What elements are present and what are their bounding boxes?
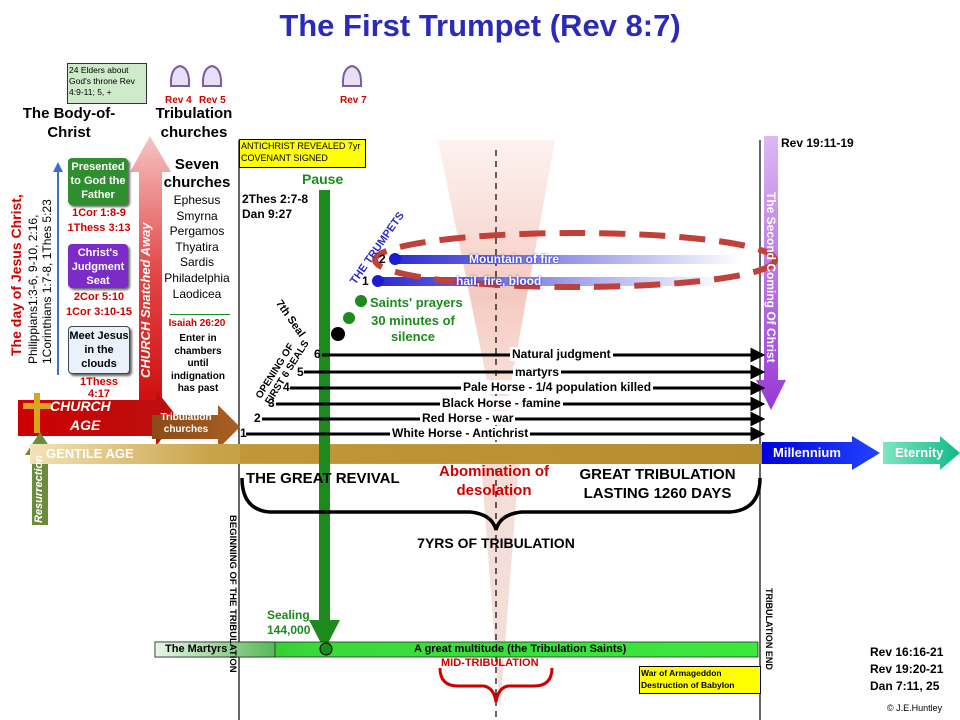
armageddon-box: War of Armageddon Destruction of Babylon	[639, 666, 761, 694]
trib-end-label: TRIBULATION END	[764, 588, 774, 670]
trumpet-num-2: 2	[379, 252, 386, 266]
rev4-label: Rev 4	[165, 95, 192, 106]
tribulation-header: Tribulation churches	[155, 105, 233, 141]
snatched-arrow	[130, 136, 171, 435]
millennium-label: Millennium	[773, 445, 841, 460]
day-refs-1: Philippians1:3-6, 9-10, 2:16,	[26, 214, 40, 364]
martyrs-label: The Martyrs	[165, 643, 228, 655]
trumpets-ellipse	[372, 230, 778, 290]
eternity-arrow	[883, 436, 960, 470]
church-name: Laodicea	[172, 286, 222, 301]
trib-churches-arrow	[152, 405, 240, 449]
isaiah-text: Enter in chambers until indignation has …	[171, 333, 225, 394]
eternity-label: Eternity	[895, 445, 944, 460]
pause-label: Pause	[302, 171, 344, 187]
page-title: The First Trumpet (Rev 8:7)	[279, 8, 681, 43]
church-age-line1: CHURCH	[50, 398, 111, 414]
rev7-label: Rev 7	[340, 95, 367, 106]
harp-icon	[169, 64, 363, 87]
great-revival: THE GREAT REVIVAL	[246, 470, 400, 487]
day-of-christ-label: The day of Jesus Christ,	[8, 194, 24, 356]
rev19-ref: Rev 19:11-19	[781, 136, 854, 150]
abomination: Abomination of desolation	[439, 463, 549, 499]
snatched-label: CHURCH Snatched Away	[138, 222, 153, 378]
presented-ref-1: 1Cor 1:8-9	[72, 207, 126, 219]
trib-churches-arrow-label: Tribulation churches	[160, 412, 212, 435]
end-ref-2: Rev 19:20-21	[870, 662, 944, 676]
end-ref-1: Rev 16:16-21	[870, 645, 944, 659]
seal-label-1: White Horse - Antichrist	[390, 426, 531, 440]
mid-trib-label: MID-TRIBULATION	[441, 657, 539, 669]
seal-label-2: Red Horse - war	[420, 411, 516, 425]
seal-num-6: 6	[314, 347, 321, 361]
judgment-seat-box: Christ's Judgment Seat	[68, 244, 128, 288]
second-coming-arrow	[756, 136, 786, 410]
church-name: Smyrna	[176, 208, 218, 223]
day-refs-2: 1Corinthians 1:7-8, 1Thes 5:23	[40, 199, 54, 364]
church-age-line2: AGE	[70, 417, 101, 433]
trumpet-num-1: 1	[362, 274, 369, 288]
seal-label-4: Pale Horse - 1/4 population killed	[461, 380, 654, 394]
seven-years: 7YRS OF TRIBULATION	[417, 535, 575, 551]
trumpet-1-bar	[376, 277, 726, 286]
church-name: Thyatira	[175, 239, 219, 254]
funnel-upper	[438, 140, 555, 445]
meet-jesus-box: Meet Jesus in the clouds	[68, 326, 130, 374]
great-tribulation: GREAT TRIBULATION LASTING 1260 DAYS	[579, 466, 736, 502]
seven-churches-heading: Seven churches	[163, 156, 231, 191]
gentile-age-label: GENTILE AGE	[46, 446, 134, 461]
isaiah-ref: Isaiah 26:20	[168, 318, 226, 329]
seal-num-5: 5	[297, 365, 304, 379]
resurrection-label: Resurrection	[33, 455, 45, 523]
trumpet-label-1: hail, fire, blood	[456, 274, 542, 288]
seal-label-6: Natural judgment	[510, 347, 613, 361]
seal-label-5: martyrs	[513, 365, 562, 379]
multitude-label: A great multitude (the Tribulation Saint…	[414, 643, 627, 655]
millennium-arrow	[762, 436, 880, 470]
church-name: Philadelphia	[164, 270, 230, 285]
church-age-arrow	[18, 390, 178, 446]
trumpet-label-2: Mountain of fire	[469, 252, 559, 266]
seal-label-3: Black Horse - famine	[440, 396, 563, 410]
dan-ref: Dan 9:27	[242, 207, 293, 221]
presented-ref-2: 1Thess 3:13	[67, 222, 131, 234]
church-list: Ephesus Smyrna Pergamos Thyatira Sardis …	[158, 193, 236, 302]
presented-box: Presented to God the Father	[68, 158, 128, 205]
saints-prayers: Saints' prayers	[370, 295, 463, 310]
seven-years-brace	[240, 477, 762, 531]
judgment-ref-2: 1Cor 3:10-15	[65, 306, 133, 318]
second-coming-label: The Second Coming Of Christ	[764, 192, 778, 363]
seal-num-2: 2	[254, 411, 261, 425]
seal-num-1: 1	[240, 426, 247, 440]
antichrist-box: ANTICHRIST REVEALED 7yr COVENANT SIGNED	[239, 139, 366, 168]
thess-ref: 2Thes 2:7-8	[242, 192, 309, 206]
mid-trib-brace	[438, 667, 554, 703]
sealing-label: Sealing 144,000	[267, 608, 311, 637]
martyrs-bar	[154, 641, 276, 658]
thirty-minutes: 30 minutes of silence	[371, 313, 455, 344]
seal-num-3: 3	[268, 396, 275, 410]
church-name: Ephesus	[173, 193, 221, 207]
beginning-label: BEGINNING OF THE TRIBULATION	[227, 515, 238, 673]
body-header: The Body-of-Christ	[22, 105, 116, 141]
copyright: © J.E.Huntley	[887, 703, 943, 713]
end-ref-3: Dan 7:11, 25	[870, 679, 940, 693]
meet-ref: 1Thess 4:17	[80, 376, 118, 400]
church-name: Pergamos	[169, 224, 225, 239]
rev5-label: Rev 5	[199, 95, 226, 106]
seal-num-4: 4	[283, 380, 290, 394]
trumpet-2-bar	[392, 255, 742, 264]
elders-box: 24 Elders about God's throne Rev 4:9-11;…	[67, 63, 147, 104]
judgment-ref-1: 2Cor 5:10	[73, 291, 125, 303]
church-name: Sardis	[179, 255, 214, 270]
